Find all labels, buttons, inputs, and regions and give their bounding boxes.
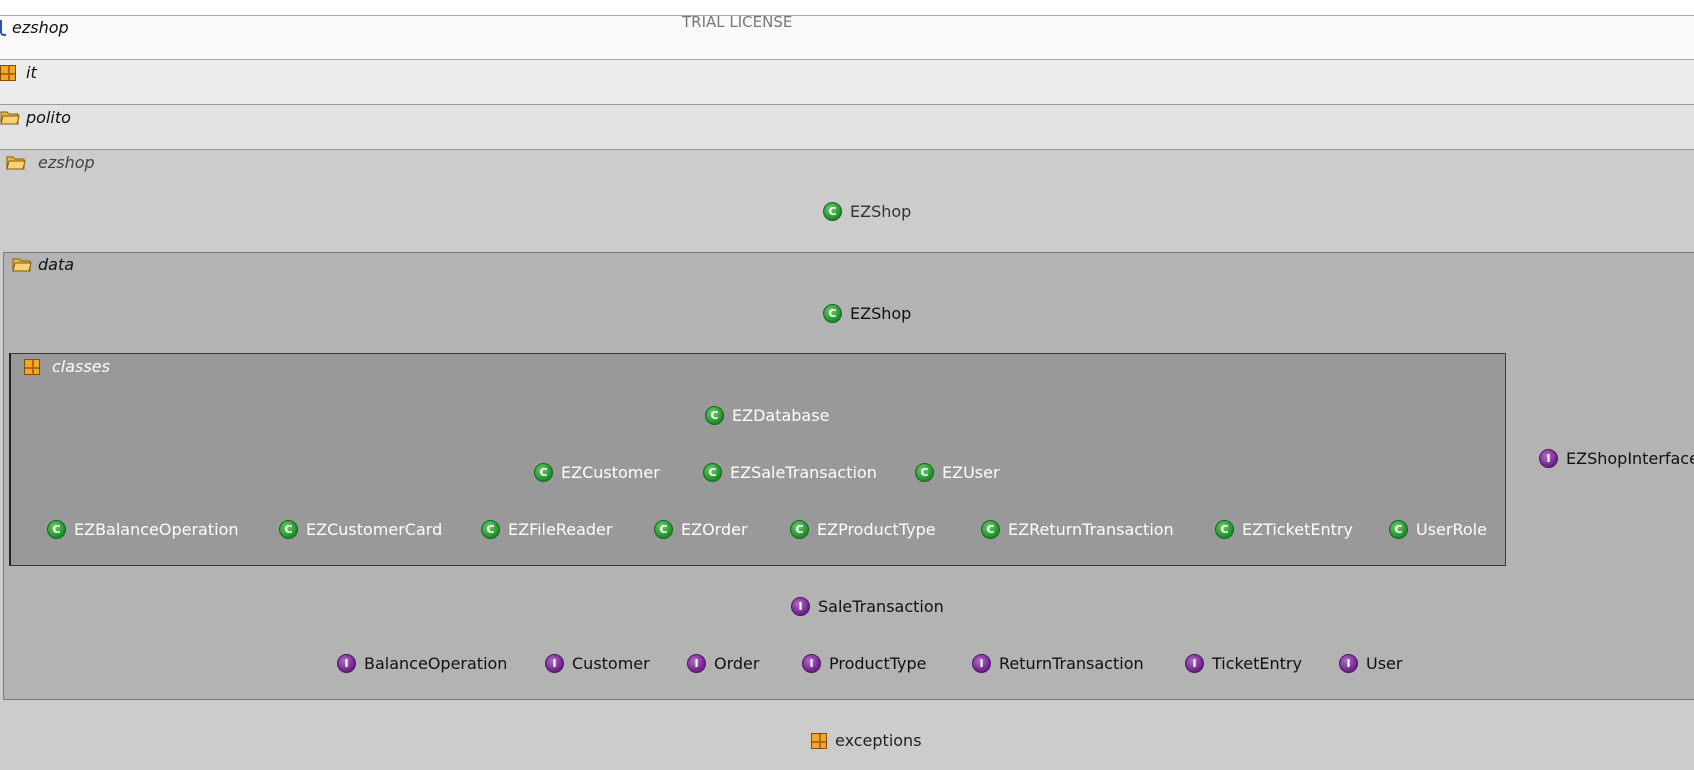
class-ezreturntransaction[interactable]: C EZReturnTransaction	[981, 520, 1174, 539]
package-name: polito	[26, 108, 71, 127]
package-classes-box[interactable]	[9, 353, 1506, 566]
class-icon: C	[703, 463, 722, 482]
class-name: EZTicketEntry	[1242, 520, 1353, 539]
interface-returntransaction[interactable]: I ReturnTransaction	[972, 654, 1144, 673]
class-ezproducttype[interactable]: C EZProductType	[790, 520, 936, 539]
band-it	[0, 60, 1694, 105]
interface-icon: I	[337, 654, 356, 673]
interface-ezshopinterface[interactable]: I EZShopInterface	[1539, 449, 1694, 468]
class-icon: C	[981, 520, 1000, 539]
class-icon: C	[279, 520, 298, 539]
band-ezshop-root	[0, 15, 1694, 60]
package-icon	[24, 358, 40, 375]
interface-name: EZShopInterface	[1566, 449, 1694, 468]
package-label-it[interactable]: it	[0, 63, 37, 82]
interface-icon: I	[802, 654, 821, 673]
class-userrole[interactable]: C UserRole	[1389, 520, 1487, 539]
interface-user[interactable]: I User	[1339, 654, 1402, 673]
class-ezshop-top[interactable]: C EZShop	[823, 202, 911, 221]
class-name: EZCustomer	[561, 463, 660, 482]
interface-icon: I	[545, 654, 564, 673]
class-ezuser[interactable]: C EZUser	[915, 463, 1000, 482]
package-name: exceptions	[835, 731, 922, 750]
class-ezfilereader[interactable]: C EZFileReader	[481, 520, 612, 539]
folder-icon	[12, 258, 32, 272]
interface-name: Customer	[572, 654, 650, 673]
interface-name: Order	[714, 654, 760, 673]
package-label-polito[interactable]: polito	[0, 108, 71, 127]
class-name: EZShop	[850, 304, 912, 323]
interface-saletransaction[interactable]: I SaleTransaction	[791, 597, 944, 616]
package-icon	[0, 64, 16, 81]
class-icon: C	[47, 520, 66, 539]
package-exceptions[interactable]: exceptions	[811, 731, 922, 750]
interface-name: ReturnTransaction	[999, 654, 1144, 673]
interface-name: User	[1366, 654, 1403, 673]
class-ezcustomer[interactable]: C EZCustomer	[534, 463, 660, 482]
package-label-ezshop[interactable]: ezshop	[6, 153, 95, 172]
interface-balanceoperation[interactable]: I BalanceOperation	[337, 654, 507, 673]
class-icon: C	[1215, 520, 1234, 539]
class-icon: C	[823, 304, 842, 323]
project-icon	[0, 19, 6, 36]
class-name: EZCustomerCard	[306, 520, 443, 539]
class-icon: C	[790, 520, 809, 539]
class-name: EZBalanceOperation	[74, 520, 239, 539]
class-icon: C	[654, 520, 673, 539]
class-name: EZProductType	[817, 520, 936, 539]
interface-customer[interactable]: I Customer	[545, 654, 650, 673]
class-name: UserRole	[1416, 520, 1487, 539]
interface-icon: I	[1185, 654, 1204, 673]
class-icon: C	[481, 520, 500, 539]
class-icon: C	[705, 406, 724, 425]
package-icon	[811, 732, 827, 749]
class-ezorder[interactable]: C EZOrder	[654, 520, 748, 539]
package-name: data	[38, 255, 75, 274]
interface-name: TicketEntry	[1212, 654, 1302, 673]
package-name: ezshop	[12, 18, 69, 37]
class-ezcustomercard[interactable]: C EZCustomerCard	[279, 520, 442, 539]
interface-icon: I	[1339, 654, 1358, 673]
class-name: EZDatabase	[732, 406, 830, 425]
class-icon: C	[823, 202, 842, 221]
interface-order[interactable]: I Order	[687, 654, 759, 673]
class-ezshop-data[interactable]: C EZShop	[823, 304, 911, 323]
class-ezbalanceoperation[interactable]: C EZBalanceOperation	[47, 520, 239, 539]
class-name: EZFileReader	[508, 520, 613, 539]
interface-ticketentry[interactable]: I TicketEntry	[1185, 654, 1302, 673]
class-icon: C	[915, 463, 934, 482]
package-name: ezshop	[38, 153, 95, 172]
band-polito	[0, 105, 1694, 150]
package-name: it	[26, 63, 37, 82]
interface-name: SaleTransaction	[818, 597, 944, 616]
interface-producttype[interactable]: I ProductType	[802, 654, 927, 673]
interface-icon: I	[687, 654, 706, 673]
class-ezdatabase[interactable]: C EZDatabase	[705, 406, 829, 425]
interface-name: BalanceOperation	[364, 654, 508, 673]
class-icon: C	[534, 463, 553, 482]
trial-license-watermark: TRIAL LICENSE	[682, 13, 793, 31]
package-name: classes	[52, 357, 110, 376]
package-label-data[interactable]: data	[12, 255, 74, 274]
interface-icon: I	[1539, 449, 1558, 468]
class-name: EZUser	[942, 463, 1000, 482]
class-ezticketentry[interactable]: C EZTicketEntry	[1215, 520, 1353, 539]
package-label-root[interactable]: ezshop	[0, 18, 69, 37]
interface-name: ProductType	[829, 654, 927, 673]
class-name: EZOrder	[681, 520, 748, 539]
interface-icon: I	[972, 654, 991, 673]
folder-icon	[6, 156, 26, 170]
class-name: EZSaleTransaction	[730, 463, 877, 482]
package-label-classes[interactable]: classes	[24, 357, 110, 376]
class-ezsaletransaction[interactable]: C EZSaleTransaction	[703, 463, 877, 482]
class-icon: C	[1389, 520, 1408, 539]
class-name: EZReturnTransaction	[1008, 520, 1174, 539]
folder-icon	[0, 111, 20, 125]
class-name: EZShop	[850, 202, 912, 221]
interface-icon: I	[791, 597, 810, 616]
